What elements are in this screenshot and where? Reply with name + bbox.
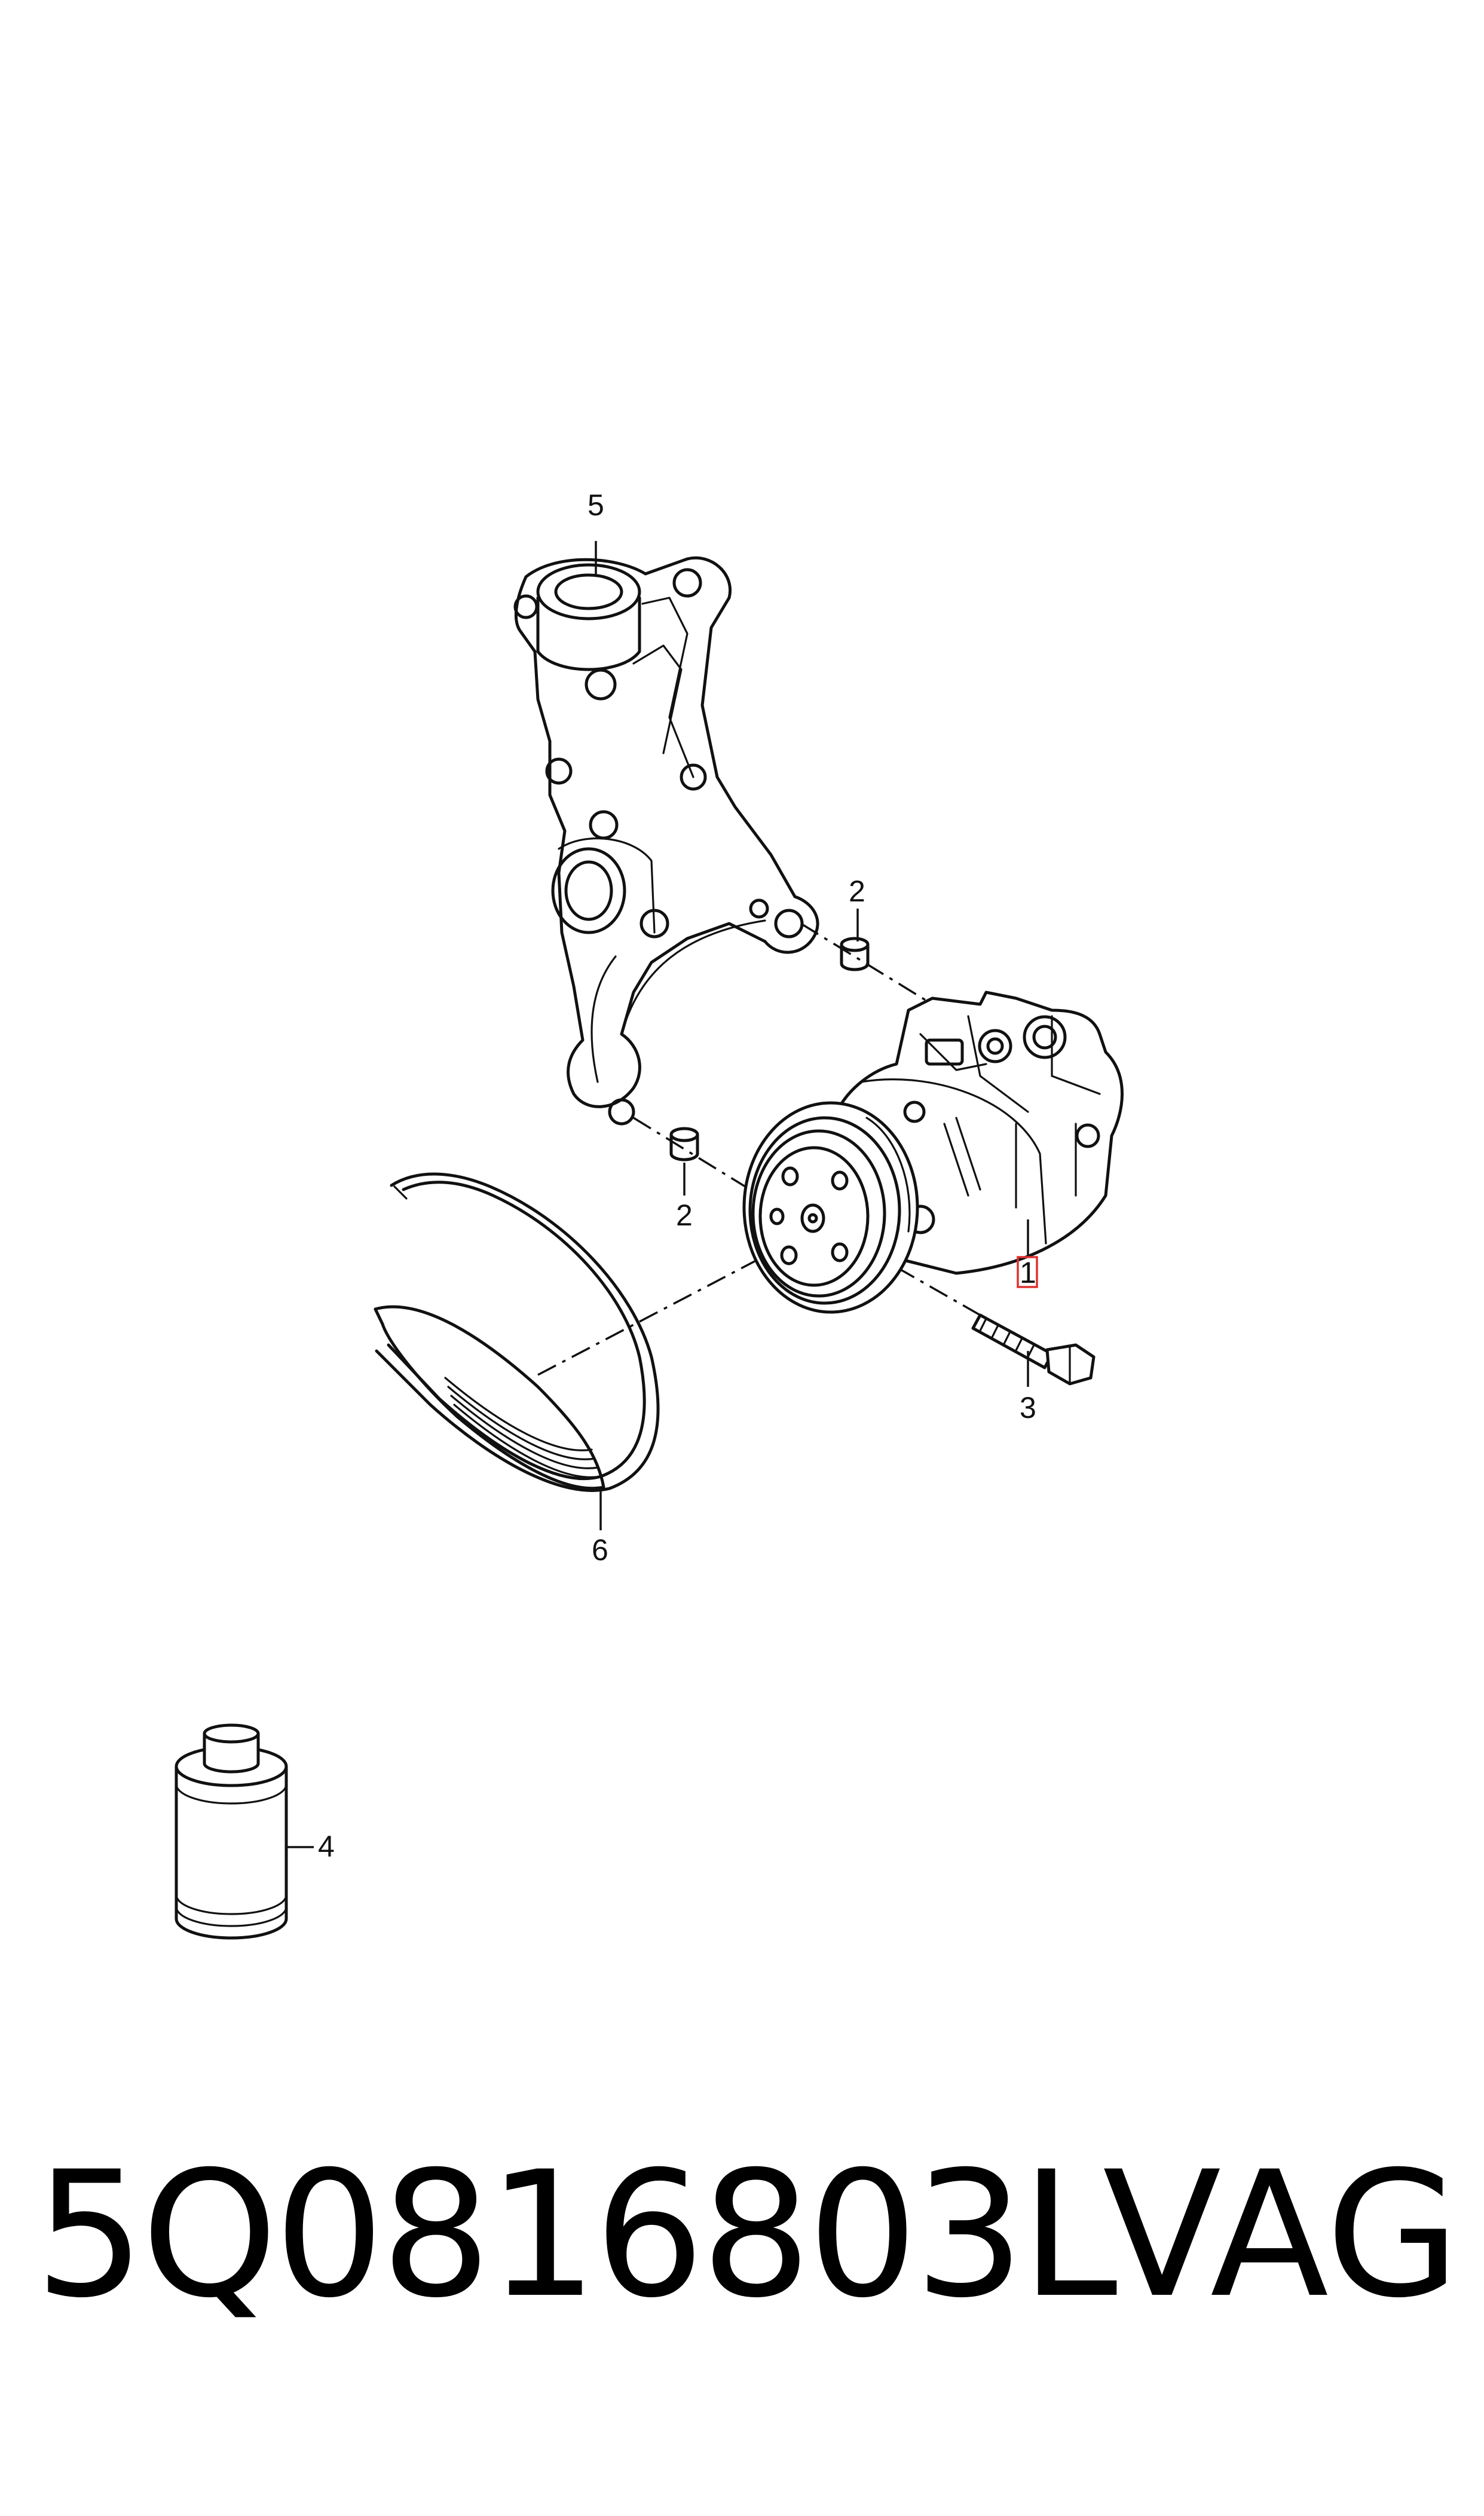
callout-3: 3 xyxy=(1020,1391,1036,1424)
ac-compressor xyxy=(742,990,1124,1314)
assembly-line-belt xyxy=(537,1242,790,1376)
mounting-bracket xyxy=(513,556,819,1126)
callout-6: 6 xyxy=(592,1533,608,1567)
callout-5: 5 xyxy=(588,488,604,522)
poly-v-belt xyxy=(374,1172,660,1492)
lubricant-can xyxy=(175,1723,288,1940)
bolt xyxy=(971,1313,1096,1386)
assembly-line-lower xyxy=(633,1117,751,1191)
callout-4: 4 xyxy=(318,1830,335,1863)
sleeve-upper xyxy=(840,937,870,971)
part-number: 5Q0816803L xyxy=(35,2135,1118,2336)
assembly-line-bolt xyxy=(896,1266,981,1316)
callout-1-highlight-box xyxy=(1017,1256,1038,1288)
assembly-line-upper xyxy=(800,922,933,1005)
leader-lines xyxy=(286,541,1029,1848)
callout-2-upper: 2 xyxy=(849,875,865,908)
callout-1: 1 xyxy=(1020,1256,1036,1289)
brand-name: VAG xyxy=(1103,2135,1460,2336)
callout-2-lower: 2 xyxy=(676,1199,693,1232)
